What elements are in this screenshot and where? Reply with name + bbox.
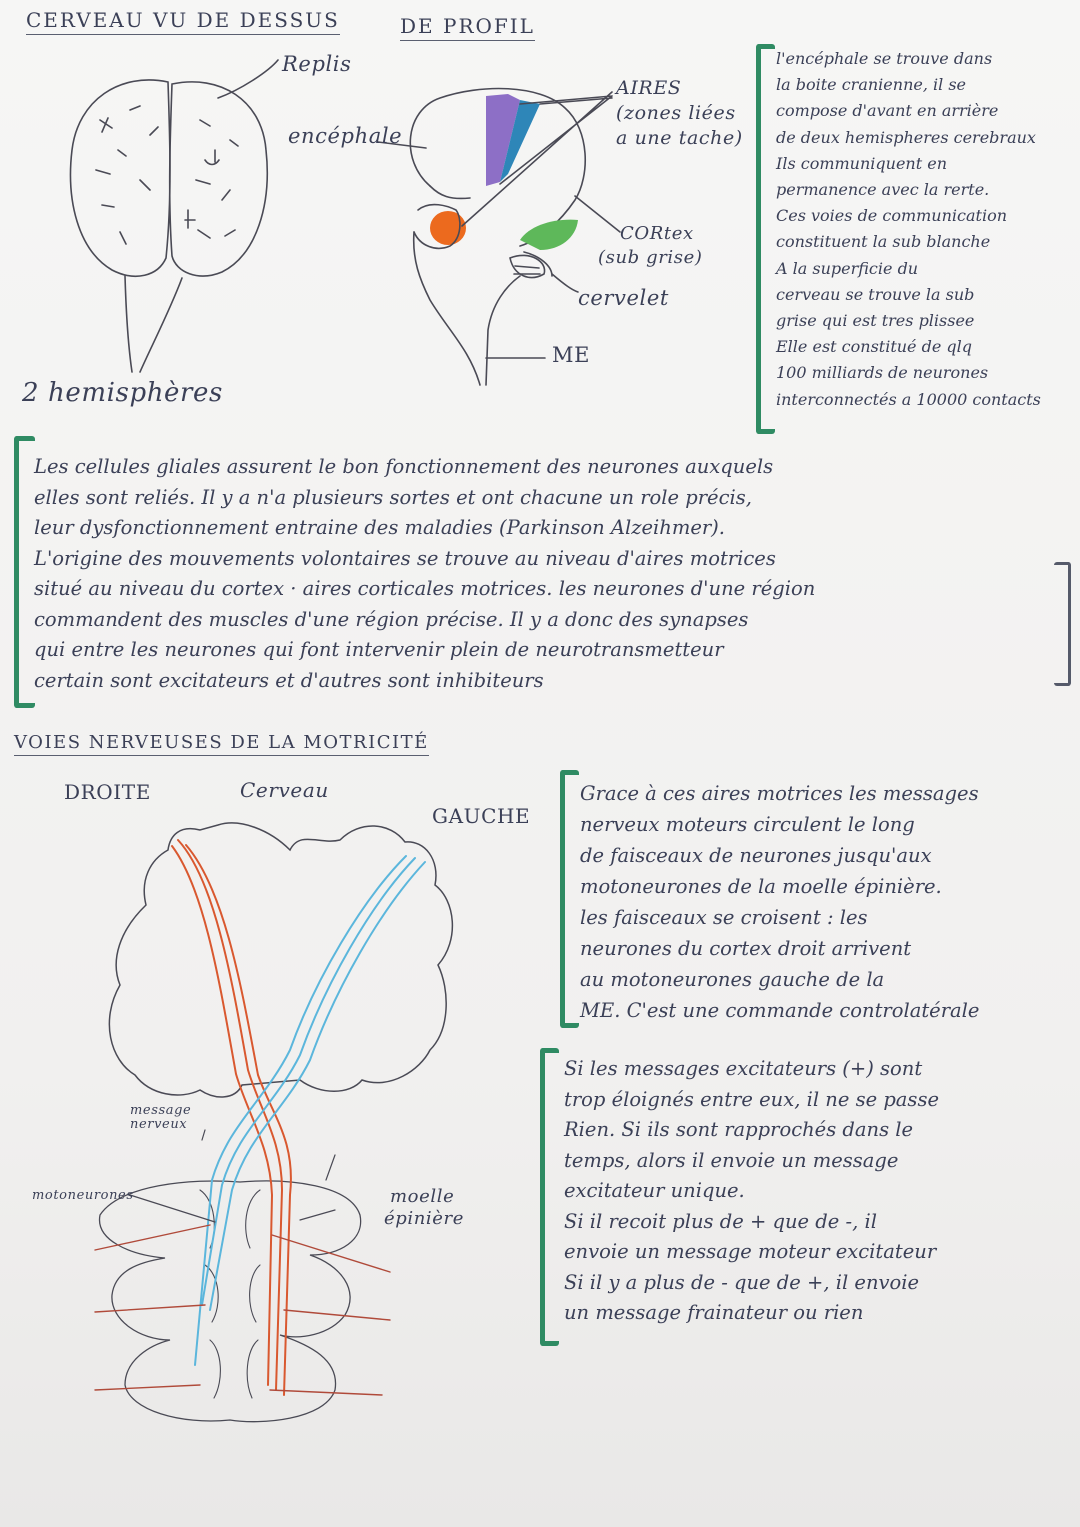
note-line: Elle est constitué de qlq — [776, 337, 973, 357]
note-gliales-bracket — [14, 436, 35, 708]
note-line: Ils communiquent en — [776, 153, 948, 173]
note-line: interconnectés a 10000 contacts — [776, 389, 1041, 409]
note-line: Les cellules gliales assurent le bon fon… — [34, 455, 774, 478]
brain-profile-drawing — [377, 87, 621, 386]
note-line: certain sont excitateurs et d'autres son… — [34, 668, 544, 692]
cerveau-label: Cerveau — [240, 778, 329, 802]
note-line: nerveux moteurs circulent le long — [580, 813, 915, 836]
note-encephale: l'encéphale se trouve dans la boite cran… — [776, 46, 1076, 413]
message-label-line: nerveux — [130, 1117, 188, 1132]
aires-label: AIRES (zones liées a une tache) — [616, 76, 743, 151]
note-line: Grace à ces aires motrices les messages — [580, 782, 979, 805]
profile-view-title: DE PROFIL — [400, 14, 535, 41]
encephale-label: encéphale — [288, 124, 403, 148]
note-line: envoie un message moteur excitateur — [564, 1240, 937, 1263]
note-line: l'encéphale se trouve dans — [776, 49, 993, 68]
note-line: 100 milliards de neurones — [776, 363, 989, 383]
cervelet-label: cervelet — [578, 286, 669, 310]
motor-pathways-drawing — [94, 822, 453, 1423]
note-line: Si il y a plus de - que de +, il envoie — [564, 1270, 920, 1294]
motoneurones-label: motoneurones — [32, 1188, 134, 1203]
note-aires: Grace à ces aires motrices les messages … — [580, 778, 1078, 1026]
note-line: Si les messages excitateurs (+) sont — [564, 1057, 923, 1080]
note-line: ME. C'est une commande controlatérale — [580, 999, 980, 1022]
moelle-label: moelle épinière — [384, 1186, 464, 1230]
note-messages-bracket — [540, 1048, 559, 1346]
cortex-label: CORtex (sub grise) — [598, 222, 703, 270]
note-line: leur dysfonctionnement entraine des mala… — [34, 516, 725, 539]
note-line: trop éloignés entre eux, il ne se passe — [564, 1087, 939, 1111]
note-line: Ces voies de communication — [776, 206, 1008, 226]
note-line: excitateur unique. — [564, 1179, 745, 1202]
note-line: elles sont reliés. Il y a n'a plusieurs … — [34, 485, 752, 509]
aires-label-line: (zones liées — [616, 102, 736, 124]
note-line: temps, alors il envoie un message — [564, 1148, 899, 1172]
message-nerveux-label: message nerveux — [130, 1104, 191, 1132]
aires-label-line: AIRES — [616, 77, 682, 99]
note-line: de faisceaux de neurones jusqu'aux — [580, 844, 932, 867]
note-gliales: Les cellules gliales assurent le bon fon… — [34, 452, 1049, 696]
note-line: cerveau se trouve la sub — [776, 284, 975, 304]
note-messages: Si les messages excitateurs (+) sont tro… — [564, 1054, 1074, 1329]
note-line: L'origine des mouvements volontaires se … — [34, 546, 776, 570]
droite-label: DROITE — [64, 780, 151, 804]
note-line: qui entre les neurones qui font interven… — [34, 638, 724, 661]
note-line: les faisceaux se croisent : les — [580, 906, 868, 929]
brain-top-view-title: CERVEAU VU DE DESSUS — [26, 8, 340, 35]
note-line: commandent des muscles d'une région préc… — [34, 607, 749, 631]
note-aires-bracket — [560, 770, 579, 1028]
gauche-label: GAUCHE — [432, 804, 531, 828]
me-label: ME — [552, 343, 591, 367]
note-line: de deux hemispheres cerebraux — [776, 127, 1036, 147]
note-line: A la superficie du — [776, 258, 919, 278]
note-line: Rien. Si ils sont rapprochés dans le — [564, 1118, 914, 1141]
moelle-label-line: moelle — [390, 1186, 455, 1207]
note-line: compose d'avant en arrière — [776, 101, 999, 121]
cortex-label-line: CORtex — [620, 223, 694, 244]
hemispheres-label: 2 hemisphères — [22, 378, 223, 408]
note-gliales-right-bracket — [1054, 562, 1071, 686]
note-line: situé au niveau du cortex · aires cortic… — [34, 577, 816, 600]
cortex-label-line: (sub grise) — [598, 247, 703, 268]
note-line: neurones du cortex droit arrivent — [580, 937, 912, 960]
replis-label: Replis — [282, 52, 352, 76]
note-line: au motoneurones gauche de la — [580, 968, 885, 991]
aires-label-line: a une tache) — [616, 127, 743, 149]
note-line: permanence avec la rerte. — [776, 180, 990, 200]
note-line: motoneurones de la moelle épinière. — [580, 875, 942, 898]
note-line: un message frainateur ou rien — [564, 1301, 864, 1324]
motricite-title: VOIES NERVEUSES DE LA MOTRICITÉ — [14, 732, 429, 756]
note-line: grise qui est tres plissee — [776, 311, 975, 331]
note-line: la boite cranienne, il se — [776, 75, 967, 95]
note-encephale-bracket — [756, 44, 775, 434]
message-label-line: message — [130, 1103, 192, 1118]
brain-top-view-drawing — [69, 59, 279, 373]
note-line: Si il recoit plus de + que de -, il — [564, 1209, 877, 1233]
moelle-label-line: épinière — [384, 1208, 464, 1229]
note-line: constituent la sub blanche — [776, 232, 991, 252]
